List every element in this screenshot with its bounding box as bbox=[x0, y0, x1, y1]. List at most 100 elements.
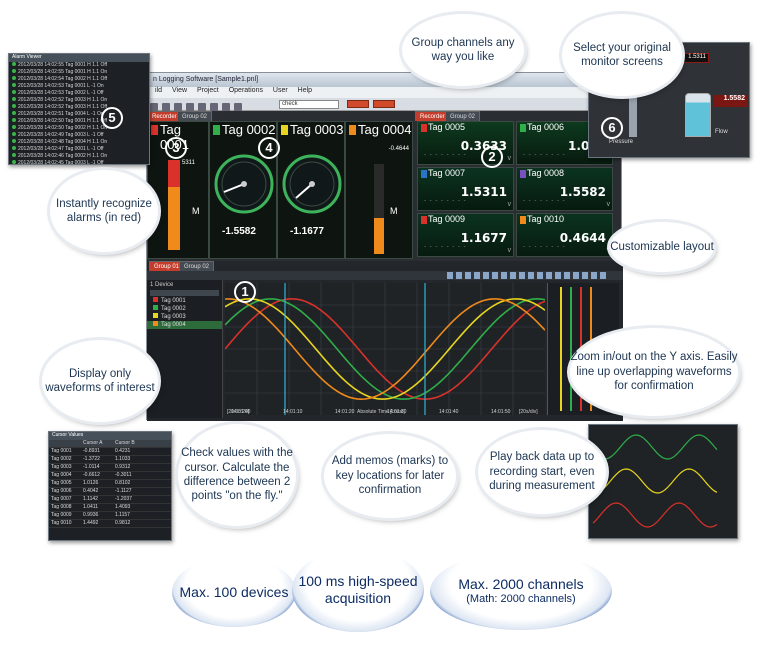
record-button[interactable] bbox=[347, 100, 369, 108]
legend-item[interactable]: Tag 0004 bbox=[147, 321, 222, 329]
table-row[interactable]: Tag 0004-0.6612-0.3011 bbox=[49, 472, 171, 480]
table-cell: -1.3722 bbox=[83, 456, 100, 462]
alarm-log-entry[interactable]: 2012/03/28 14:02:53 Tag 0001 L -1 On bbox=[9, 83, 149, 90]
alarm-log-entry[interactable]: 2012/03/28 14:02:48 Tag 0004 H 1.1 On bbox=[9, 139, 149, 146]
menu-item-operations[interactable]: Operations bbox=[228, 87, 263, 94]
pipe-icon bbox=[629, 97, 637, 137]
alarm-log-entry[interactable]: 2012/03/28 14:02:45 Tag 0003 L -1 Off bbox=[9, 160, 149, 164]
tag-name: Tag 0005 bbox=[428, 122, 466, 132]
alarm-log-entry[interactable]: 2012/03/28 14:02:55 Tag 0001 H 1.1 On bbox=[9, 69, 149, 76]
paste-icon[interactable] bbox=[198, 103, 206, 111]
alarm-log-entry[interactable]: 2012/03/28 14:02:52 Tag 0003 H 1.1 On bbox=[9, 97, 149, 104]
alarm-log-entry[interactable]: 2012/03/28 14:02:55 Tag 0001 H 1.1 Off bbox=[9, 62, 149, 69]
alarm-log-text: 2012/03/28 14:02:52 Tag 0003 H 1.1 Off bbox=[18, 104, 108, 110]
table-cell: -1.0114 bbox=[83, 464, 100, 470]
tab-group-02[interactable]: Group 02 bbox=[179, 261, 215, 271]
table-cell: 0.4231 bbox=[115, 448, 131, 454]
alarm-log-entry[interactable]: 2012/03/28 14:02:54 Tag 0002 H 1.1 Off bbox=[9, 76, 149, 83]
alarm-log-text: 2012/03/28 14:02:55 Tag 0001 H 1.1 Off bbox=[18, 62, 108, 68]
table-cell: 1.1157 bbox=[115, 512, 130, 518]
tag-value: -1.1677 bbox=[290, 226, 324, 237]
table-cell: -1.1127 bbox=[115, 488, 132, 494]
legend-swatch bbox=[153, 297, 158, 302]
menu-item-view[interactable]: View bbox=[171, 87, 188, 94]
alarm-log-entry[interactable]: 2012/03/28 14:02:46 Tag 0002 H 1.1 On bbox=[9, 153, 149, 160]
table-cell: Tag 0001 bbox=[51, 448, 72, 454]
graph-tool-icons[interactable] bbox=[447, 272, 607, 279]
open-icon[interactable] bbox=[150, 103, 158, 111]
delete-icon[interactable] bbox=[210, 103, 218, 111]
folder-icon[interactable] bbox=[174, 103, 182, 111]
device-header: 1 Device bbox=[150, 282, 174, 288]
tag-name: Tag 0006 bbox=[527, 122, 565, 132]
tag-header: Tag 0008 bbox=[517, 168, 612, 180]
legend-item[interactable]: Tag 0003 bbox=[147, 313, 222, 321]
search-input[interactable]: check bbox=[279, 100, 339, 109]
alarm-log-text: 2012/03/28 14:02:53 Tag 0002 L -1 Off bbox=[18, 90, 104, 96]
marker-2: 2 bbox=[481, 146, 503, 168]
trend-graph-section: Group 01 Group 02 1 Device Tag 0001 Tag … bbox=[147, 261, 623, 421]
status-icon bbox=[12, 125, 16, 129]
legend-swatch bbox=[153, 321, 158, 326]
tab-group-02-right[interactable]: Group 02 bbox=[445, 111, 481, 121]
tag-header: Tag 0010 bbox=[517, 214, 612, 226]
tag-panel-0002[interactable]: Tag 0002 -1.5582 bbox=[209, 121, 277, 259]
digital-panel-0009[interactable]: Tag 0009 1.1677 - - - - - - - - V bbox=[417, 213, 514, 257]
right-tabs: Recorder Group 02 bbox=[415, 111, 615, 121]
digital-panel-0005[interactable]: Tag 0005 0.3633 - - - - - - - - V bbox=[417, 121, 514, 165]
settings-icon[interactable] bbox=[222, 103, 230, 111]
alarm-log-entry[interactable]: 2012/03/28 14:02:49 Tag 0003 L -1 Off bbox=[9, 132, 149, 139]
alarm-log-entry[interactable]: 2012/03/28 14:02:50 Tag 0001 H 1.1 Off bbox=[9, 118, 149, 125]
monitor-value: 1.5582 bbox=[713, 95, 747, 107]
menu-item-build[interactable]: ild bbox=[155, 87, 163, 94]
menu-item-help[interactable]: Help bbox=[297, 87, 313, 94]
tag-panel-0004[interactable]: Tag 0004 -0.4644 M bbox=[345, 121, 413, 259]
alarm-log-entry[interactable]: 2012/03/28 14:02:53 Tag 0002 L -1 Off bbox=[9, 90, 149, 97]
tag-panel-0001[interactable]: Tag 0001 5311 M bbox=[147, 121, 209, 259]
digital-panel-0007[interactable]: Tag 0007 1.5311 - - - - - - - - V bbox=[417, 167, 514, 211]
digital-panel-0008[interactable]: Tag 0008 1.5582 - - - - - - - - V bbox=[516, 167, 613, 211]
toolbar: check bbox=[147, 98, 621, 111]
tab-group-02-left[interactable]: Group 02 bbox=[177, 111, 213, 121]
menu-item-project[interactable]: Project bbox=[196, 87, 219, 94]
alarm-log-entry[interactable]: 2012/03/28 14:02:51 Tag 0004 L -1 On bbox=[9, 111, 149, 118]
alarm-viewer-window: Alarm Viewer 2012/03/28 14:02:55 Tag 000… bbox=[8, 53, 150, 165]
save-icon[interactable] bbox=[162, 103, 170, 111]
tag-name: Tag 0010 bbox=[527, 214, 565, 224]
alarm-log-entry[interactable]: 2012/03/28 14:02:47 Tag 0001 L -1 Off bbox=[9, 146, 149, 153]
tag-color-swatch bbox=[281, 125, 288, 135]
table-cell: 1.4492 bbox=[83, 520, 99, 526]
level-bar bbox=[374, 164, 384, 254]
feature-channels: Max. 2000 channels (Math: 2000 channels) bbox=[430, 552, 612, 630]
copy-icon[interactable] bbox=[186, 103, 194, 111]
alarm-log-entry[interactable]: 2012/03/28 14:02:52 Tag 0003 H 1.1 Off bbox=[9, 104, 149, 111]
x-tick-label: 14:01:20 bbox=[335, 409, 355, 415]
table-cell: Tag 0009 bbox=[51, 512, 72, 518]
playback-series bbox=[592, 434, 718, 460]
status-icon bbox=[12, 139, 16, 143]
tag-name: Tag 0002 bbox=[222, 122, 276, 137]
alarm-log-text: 2012/03/28 14:02:52 Tag 0003 H 1.1 On bbox=[18, 97, 108, 103]
stop-button[interactable] bbox=[373, 100, 395, 108]
legend-item[interactable]: Tag 0002 bbox=[147, 305, 222, 313]
menu-item-user[interactable]: User bbox=[272, 87, 288, 94]
print-icon[interactable] bbox=[234, 103, 242, 111]
feature-channels-sub: (Math: 2000 channels) bbox=[466, 592, 576, 605]
legend-item[interactable]: Tag 0001 bbox=[147, 297, 222, 305]
digital-panel-0010[interactable]: Tag 0010 0.4644 - - - - - - - - V bbox=[516, 213, 613, 257]
callout-zoom: Zoom in/out on the Y axis. Easily line u… bbox=[570, 328, 738, 416]
tag-panel-0003[interactable]: Tag 0003 -1.1677 bbox=[277, 121, 345, 259]
value-dashes: - - - - - - - - bbox=[424, 198, 467, 204]
alarm-log-entry[interactable]: 2012/03/28 14:02:50 Tag 0002 H 1.1 On bbox=[9, 125, 149, 132]
tag-color-swatch bbox=[421, 170, 427, 178]
